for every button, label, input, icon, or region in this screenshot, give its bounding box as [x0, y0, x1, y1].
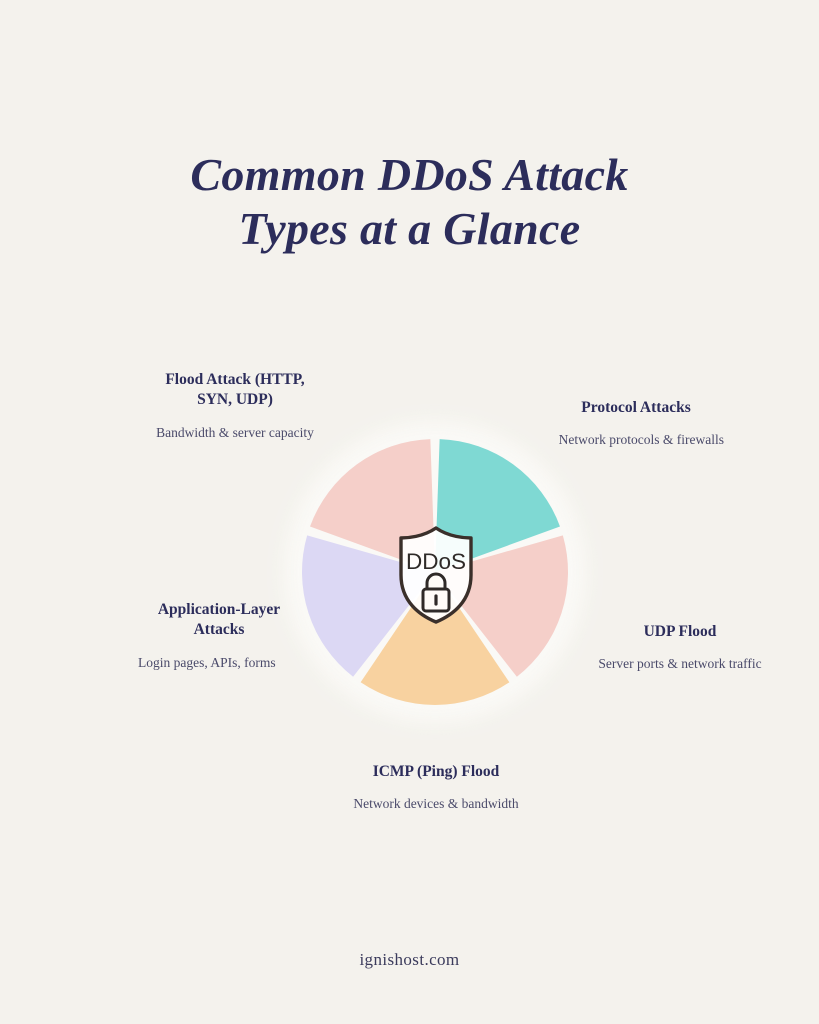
- title-line-1: Common DDoS Attack: [190, 149, 629, 200]
- pie-slice-icmp-flood[interactable]: [360, 572, 510, 705]
- label-application-layer-attacks: Application-Layer Attacks Login pages, A…: [138, 600, 300, 672]
- label-protocol-attacks-title: Protocol Attacks: [581, 399, 691, 416]
- label-icmp-flood: ICMP (Ping) Flood Network devices & band…: [350, 762, 522, 814]
- label-protocol-attacks: Protocol Attacks Network protocols & fir…: [548, 398, 724, 450]
- shield-label: DDoS: [406, 549, 466, 574]
- label-icmp-flood-title: ICMP (Ping) Flood: [372, 763, 500, 780]
- footer-website: ignishost.com: [359, 950, 460, 969]
- label-protocol-attacks-desc: Network protocols & firewalls: [558, 432, 724, 448]
- center-shield-badge: DDoS: [393, 525, 479, 625]
- label-application-layer-attacks-title: Application-Layer Attacks: [157, 601, 281, 639]
- label-icmp-flood-desc: Network devices & bandwidth: [353, 796, 519, 812]
- label-flood-attack-desc: Bandwidth & server capacity: [156, 424, 314, 440]
- label-udp-flood: UDP Flood Server ports & network traffic: [598, 622, 762, 674]
- label-udp-flood-title: UDP Flood: [643, 623, 717, 640]
- title-line-2: Types at a Glance: [238, 203, 581, 255]
- shield-icon: DDoS: [399, 526, 473, 624]
- label-application-layer-attacks-desc: Login pages, APIs, forms: [138, 654, 276, 670]
- lock-icon: [421, 572, 451, 613]
- label-udp-flood-desc: Server ports & network traffic: [598, 656, 762, 672]
- label-flood-attack-title: Flood Attack (HTTP, SYN, UDP): [165, 371, 305, 409]
- label-flood-attack: Flood Attack (HTTP, SYN, UDP) Bandwidth …: [148, 370, 322, 442]
- page-title: Common DDoS Attack Types at a Glance: [0, 148, 819, 257]
